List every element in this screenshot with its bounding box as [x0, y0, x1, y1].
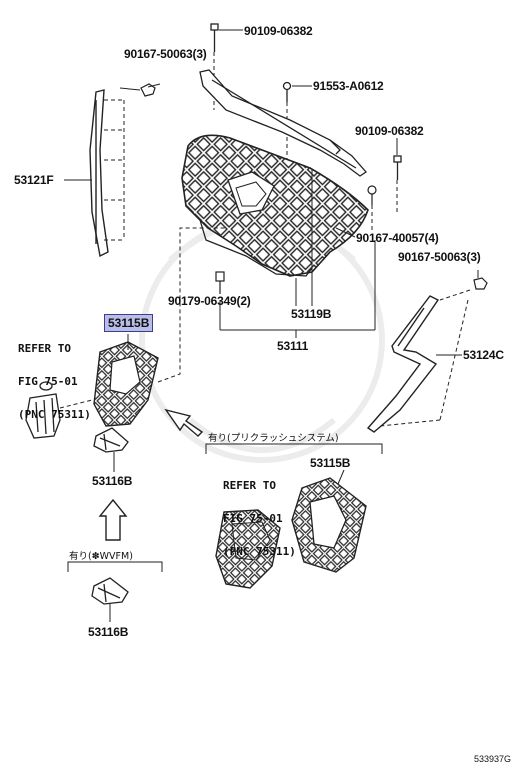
label-90167-40057[interactable]: 90167-40057(4)	[356, 231, 439, 245]
bracket-53116B-upper	[93, 427, 129, 453]
label-90109-06382-right[interactable]: 90109-06382	[355, 124, 424, 138]
precrash-bracket	[205, 443, 383, 454]
molding-53121F	[89, 89, 109, 258]
arrow-up-icon	[98, 498, 128, 541]
label-90179-06349[interactable]: 90179-06349(2)	[168, 294, 251, 308]
clip-90179	[215, 271, 225, 294]
refer-note-left: REFER TO FIG 75-01 (PNC 75311)	[18, 321, 91, 431]
refer-note-right: REFER TO FIG 75-01 (PNC 75311)	[223, 458, 296, 568]
label-53111[interactable]: 53111	[277, 339, 309, 353]
clip-90167-left	[140, 83, 156, 97]
bolt-90109-right	[393, 155, 402, 180]
arrow-diagonal-icon	[164, 408, 204, 437]
note-precrash: 有り(プリクラッシュシステム)	[208, 433, 339, 444]
refer-right-line-3: (PNC 75311)	[223, 545, 296, 558]
refer-left-line-3: (PNC 75311)	[18, 408, 91, 421]
refer-right-line-1: REFER TO	[223, 479, 276, 492]
label-90167-50063-right[interactable]: 90167-50063(3)	[398, 250, 481, 264]
emblem-precrash	[215, 509, 281, 589]
clip-90167-right	[473, 277, 488, 290]
label-91553-A0612[interactable]: 91553-A0612	[313, 79, 384, 93]
label-90109-06382-top[interactable]: 90109-06382	[244, 24, 313, 38]
label-53115B-highlighted[interactable]: 53115B	[104, 314, 154, 332]
grille-53111	[181, 134, 369, 277]
label-90167-50063-left[interactable]: 90167-50063(3)	[124, 47, 207, 61]
label-53116B-lower[interactable]: 53116B	[88, 625, 129, 639]
refer-right-line-2: FIG 75-01	[223, 512, 283, 525]
screw-91553	[282, 81, 292, 102]
bolt-90109-top	[210, 23, 219, 52]
label-53121F[interactable]: 53121F	[14, 173, 54, 187]
refer-left-line-1: REFER TO	[18, 342, 71, 355]
emblem-bracket-left	[93, 341, 159, 427]
molding-53124C	[366, 295, 440, 433]
refer-left-line-2: FIG 75-01	[18, 375, 78, 388]
clip-90167-40057	[367, 185, 377, 205]
note-wvfm: 有り(✽WVFM)	[69, 551, 133, 562]
diagram-code: 533937G	[473, 754, 511, 764]
bracket-53116B-lower	[91, 577, 129, 605]
label-53119B[interactable]: 53119B	[291, 307, 332, 321]
emblem-cover-left	[25, 381, 61, 439]
wvfm-bracket	[67, 561, 163, 572]
label-53124C[interactable]: 53124C	[463, 348, 504, 362]
label-53115B-lower[interactable]: 53115B	[310, 456, 351, 470]
bracket-53115B-lower	[291, 477, 367, 573]
upper-bracket-53119B	[199, 69, 367, 177]
label-53116B-upper[interactable]: 53116B	[92, 474, 133, 488]
